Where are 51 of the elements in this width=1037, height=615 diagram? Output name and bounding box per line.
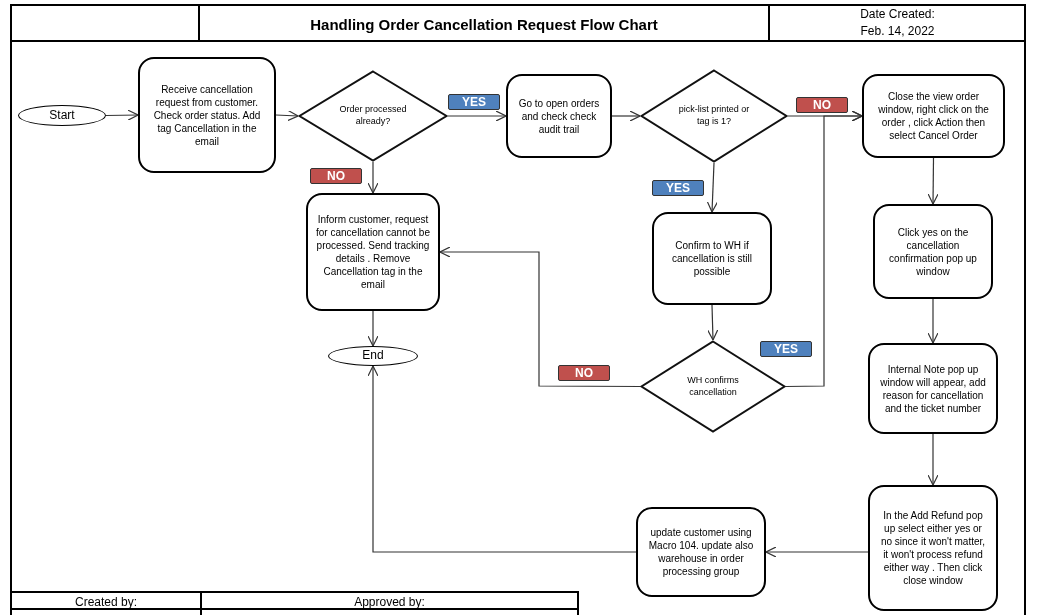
decision-diamond [640, 69, 788, 163]
arrow [927, 433, 939, 486]
step-text: update customer using Macro 104. update also warehouse in order processing group [647, 526, 755, 578]
step-text: Internal Note pop up window will appear, add reason for cancellation and the ticket number [879, 362, 987, 415]
arrow [765, 546, 869, 558]
footer-heading: Approved by: [354, 594, 425, 611]
process-box [868, 343, 998, 434]
arrow [927, 157, 939, 205]
edge-label: NO [310, 168, 362, 184]
step-text: pick-list printed or tag is 1? [677, 104, 751, 128]
step-text: Confirm to WH if cancellation is still possible [670, 239, 753, 278]
step-text: In the Add Refund pop up select either yes or no since it won't matter, it won't process refund either way . Then click close window [879, 509, 987, 587]
process-box [862, 74, 1005, 158]
step-text: End [362, 348, 384, 364]
arrow [707, 304, 719, 341]
step-text: Order processed already? [338, 104, 408, 128]
chart-title: Handling Order Cancellation Request Flow Chart [309, 15, 659, 35]
process-box [873, 204, 993, 299]
decision-diamond [298, 70, 448, 162]
process-box [506, 74, 612, 158]
date-text: Date Created: [860, 6, 935, 23]
edge-label: YES [448, 94, 500, 110]
process-box [306, 193, 440, 311]
arrow [447, 110, 507, 122]
arrow [927, 298, 939, 344]
step-text: Go to open orders and check check audit trail [517, 96, 601, 136]
arrow [611, 110, 641, 122]
arrow [785, 110, 863, 388]
step-text: Close the view order window, right click on the order , click Action then select Cancel Order [877, 90, 990, 142]
step-text: Start [49, 107, 75, 124]
process-box [868, 485, 998, 611]
step-text: Inform customer, request for cancellation cannot be processed. Send tracking details . Remove Cancellation tag in the email [316, 213, 430, 291]
arrow [105, 109, 139, 121]
arrow [367, 365, 637, 553]
footer-heading: Created by: [74, 594, 137, 611]
process-box [652, 212, 772, 305]
edge-label: YES [652, 180, 704, 196]
arrow [706, 162, 718, 213]
edge-label: NO [558, 365, 610, 381]
edge-label: YES [760, 341, 812, 357]
arrow [275, 109, 299, 122]
arrow [367, 161, 379, 194]
step-text: Receive cancellation request from customer. Check order status. Add tag Cancellation in the email [152, 82, 262, 148]
process-box [138, 57, 276, 173]
step-text: WH confirms cancellation [686, 374, 740, 399]
arrow [439, 246, 641, 388]
arrow [367, 310, 379, 347]
edge-label: NO [796, 97, 848, 113]
step-text: Click yes on the cancellation confirmation pop up window [888, 225, 978, 278]
process-box [636, 507, 766, 597]
date-text: Feb. 14, 2022 [860, 23, 935, 40]
